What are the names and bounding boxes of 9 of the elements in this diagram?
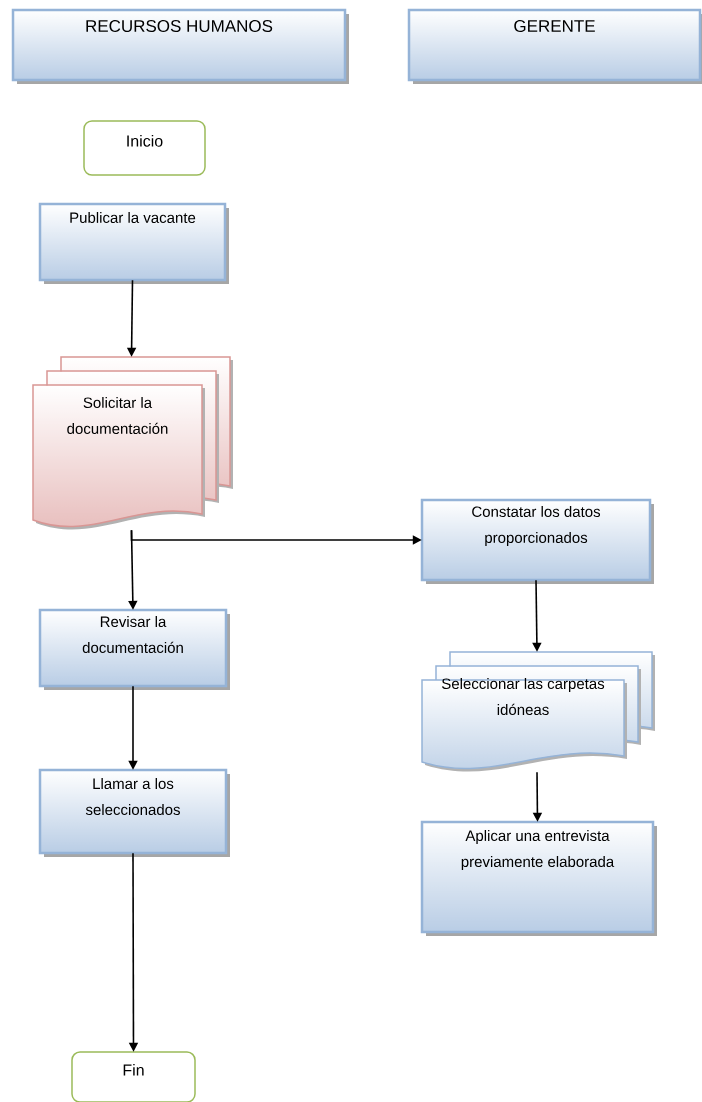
process-box: Constatar los datos proporcionados	[420, 498, 654, 584]
process-box: Publicar la vacante	[38, 202, 229, 284]
process-box: Revisar la documentación	[38, 608, 230, 690]
lane-header: GERENTE	[407, 8, 702, 84]
start-terminal: Inicio	[83, 120, 206, 176]
lane-header: RECURSOS HUMANOS	[11, 8, 349, 84]
process-box: Aplicar una entrevista previamente elaborada	[420, 820, 657, 936]
end-terminal: Fin	[71, 1051, 196, 1102]
process-box: Llamar a los seleccionados	[38, 768, 230, 857]
